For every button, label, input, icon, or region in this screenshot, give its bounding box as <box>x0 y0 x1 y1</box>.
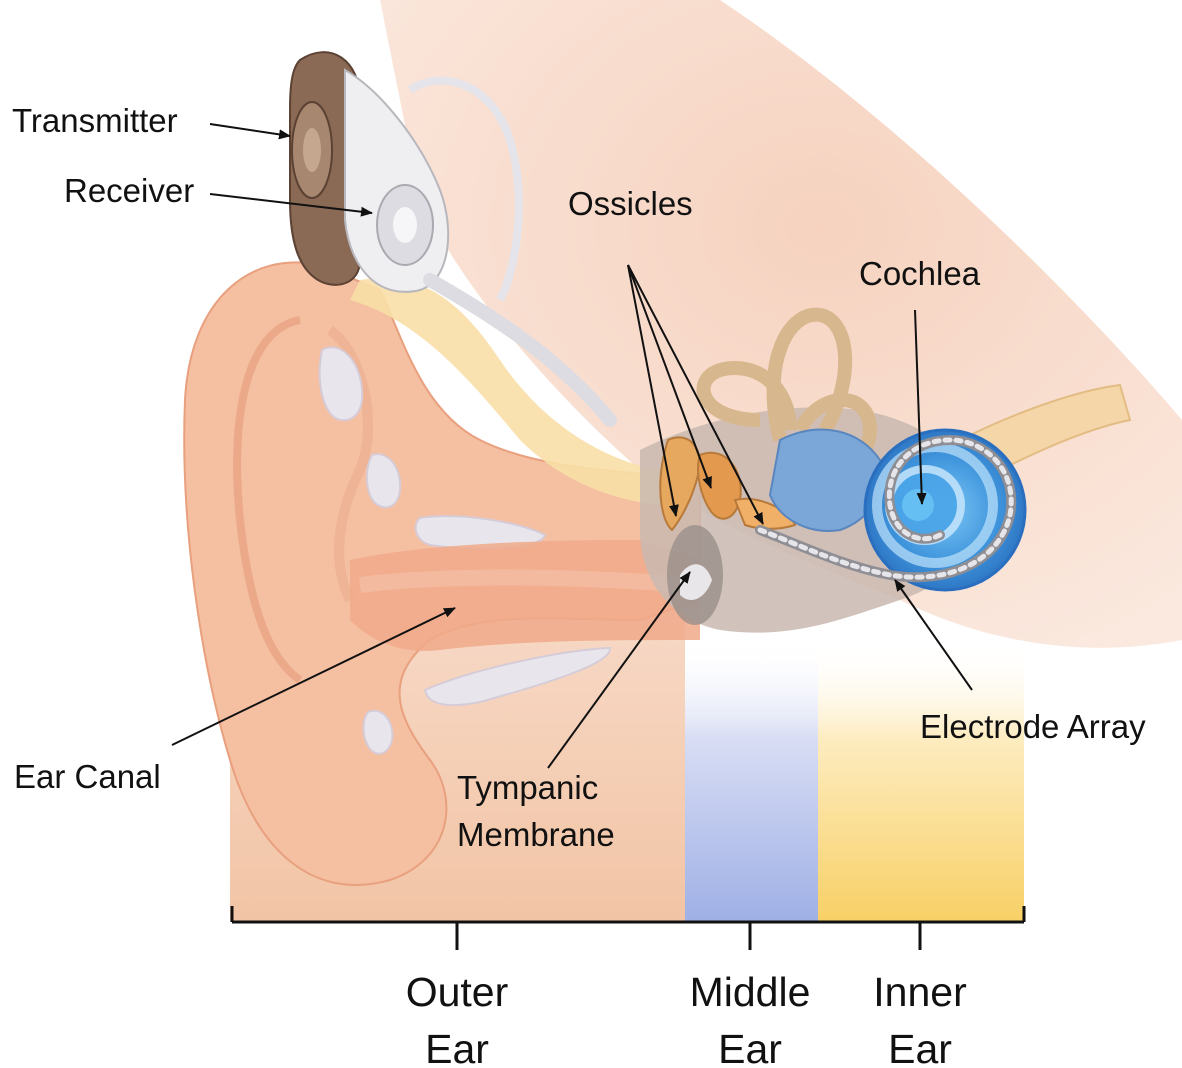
middle-ear-region <box>685 640 818 922</box>
label-electrode-array: Electrode Array <box>920 708 1146 745</box>
label-ear-canal: Ear Canal <box>14 758 161 795</box>
region-inner-line1: Inner <box>873 969 966 1015</box>
region-outer-line2: Ear <box>425 1026 489 1068</box>
label-transmitter: Transmitter <box>12 102 178 139</box>
tympanic-membrane <box>667 525 723 625</box>
label-ossicles: Ossicles <box>568 185 693 222</box>
transmitter-arrow <box>210 124 290 136</box>
label-cochlea: Cochlea <box>859 255 981 292</box>
label-receiver: Receiver <box>64 172 194 209</box>
region-middle-line2: Ear <box>718 1026 782 1068</box>
region-inner-line2: Ear <box>888 1026 952 1068</box>
inner-ear-region <box>818 640 1024 922</box>
label-tympanic-line2: Membrane <box>457 816 615 853</box>
region-outer-line1: Outer <box>406 969 509 1015</box>
label-tympanic-line1: Tympanic <box>457 769 598 806</box>
region-middle-line1: Middle <box>690 969 811 1015</box>
